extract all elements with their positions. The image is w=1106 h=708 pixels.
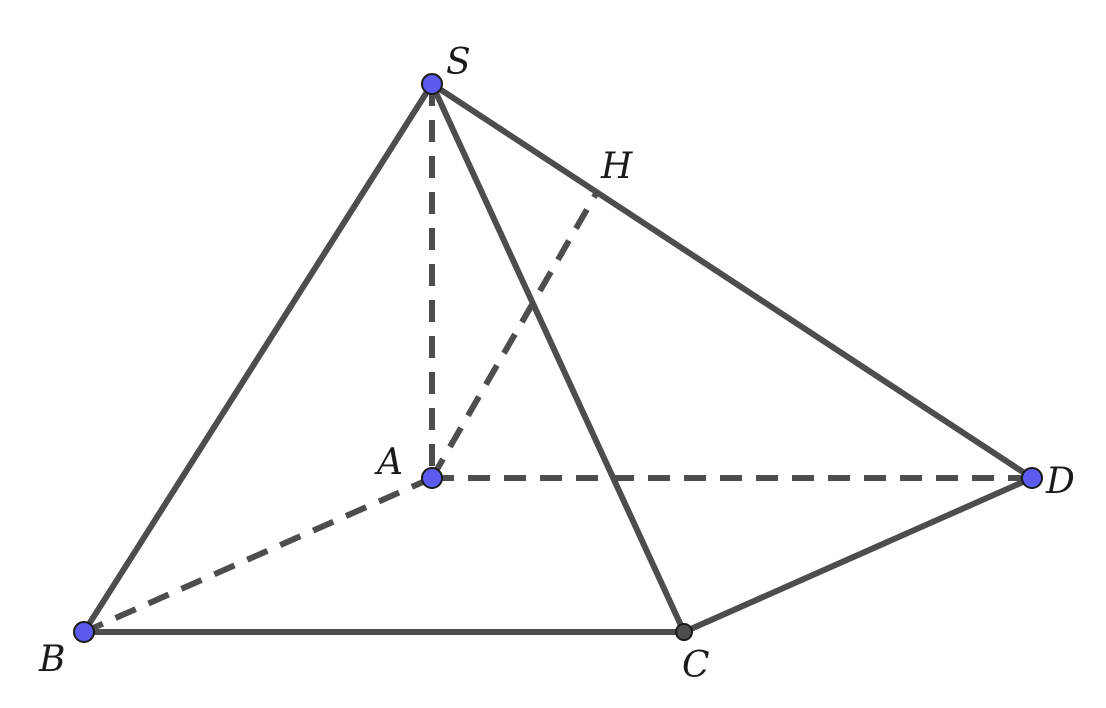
edge-CD — [681, 475, 1035, 635]
label-H: H — [600, 146, 633, 187]
point-B[interactable] — [73, 621, 95, 643]
label-S: S — [446, 42, 471, 83]
edge-AB — [82, 475, 434, 635]
label-C: C — [682, 645, 710, 686]
point-C[interactable] — [675, 623, 693, 641]
segment-AH — [429, 190, 600, 480]
edge-SC — [429, 81, 687, 635]
point-D[interactable] — [1021, 467, 1043, 489]
label-B: B — [38, 639, 65, 680]
label-D: D — [1045, 461, 1075, 502]
point-S[interactable] — [421, 73, 443, 95]
edge-SB — [81, 81, 435, 635]
edge-SD — [429, 81, 1035, 481]
point-A[interactable] — [421, 467, 443, 489]
label-A: A — [374, 442, 403, 483]
